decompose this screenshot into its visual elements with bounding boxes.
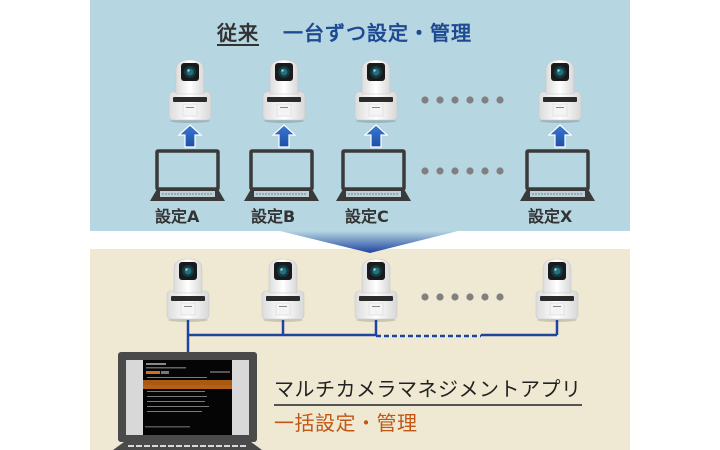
managed-camera-3 bbox=[354, 258, 398, 323]
pc-label-x: 設定X bbox=[528, 207, 573, 226]
pc-label-b: 設定B bbox=[251, 207, 296, 226]
pc-label-a: 設定A bbox=[155, 207, 200, 226]
legacy-camera-1 bbox=[168, 59, 212, 124]
legacy-label: 従来 bbox=[217, 21, 259, 45]
legacy-camera-3 bbox=[354, 59, 398, 124]
laptop-icon bbox=[242, 149, 321, 203]
app-name: マルチカメラマネジメントアプリ bbox=[274, 373, 582, 406]
legacy-ellipsis bbox=[421, 96, 504, 104]
arrow-up-icon bbox=[364, 124, 388, 148]
legacy-camera-x bbox=[538, 59, 582, 124]
arrow-up-icon bbox=[272, 124, 296, 148]
laptop-icon bbox=[518, 149, 597, 203]
network-lines bbox=[186, 320, 559, 354]
pc-label-c: 設定C bbox=[345, 207, 389, 226]
laptop-icon bbox=[148, 149, 227, 203]
managed-camera-2 bbox=[261, 258, 305, 323]
app-description: 一括設定・管理 bbox=[274, 411, 418, 435]
managed-camera-1 bbox=[166, 258, 210, 323]
arrow-up-icon bbox=[178, 124, 202, 148]
managed-camera-x bbox=[535, 258, 579, 323]
laptop-icon bbox=[334, 149, 413, 203]
legacy-camera-2 bbox=[262, 59, 306, 124]
transition-arrow-icon bbox=[280, 231, 458, 253]
managed-ellipsis bbox=[421, 293, 504, 301]
laptop-ellipsis bbox=[421, 167, 504, 175]
management-laptop bbox=[113, 352, 262, 450]
arrow-up-icon bbox=[548, 124, 572, 148]
legacy-heading: 従来一台ずつ設定・管理 bbox=[217, 17, 472, 46]
legacy-description: 一台ずつ設定・管理 bbox=[283, 21, 472, 45]
